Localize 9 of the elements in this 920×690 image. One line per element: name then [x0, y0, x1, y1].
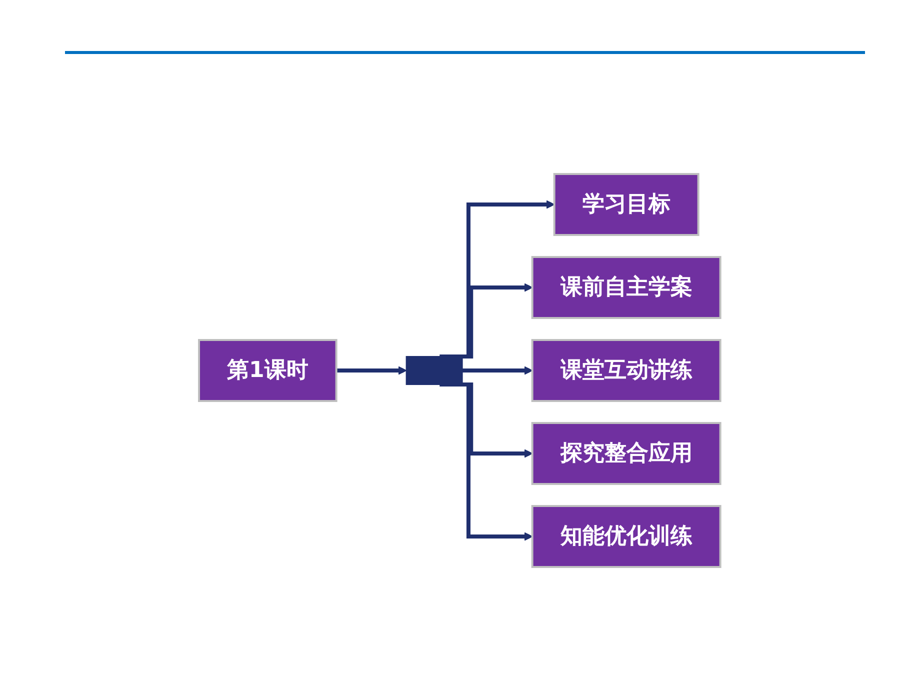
arrow	[440, 200, 556, 358]
arrow	[440, 382, 534, 540]
node-box: 课堂互动讲练	[532, 338, 722, 402]
node-box: 第1课时	[198, 338, 338, 402]
node-box: 学习目标	[554, 172, 700, 236]
node-bar	[406, 356, 464, 384]
arrow	[336, 366, 408, 374]
arrow	[462, 366, 534, 374]
node-box: 课前自主学案	[532, 256, 722, 318]
